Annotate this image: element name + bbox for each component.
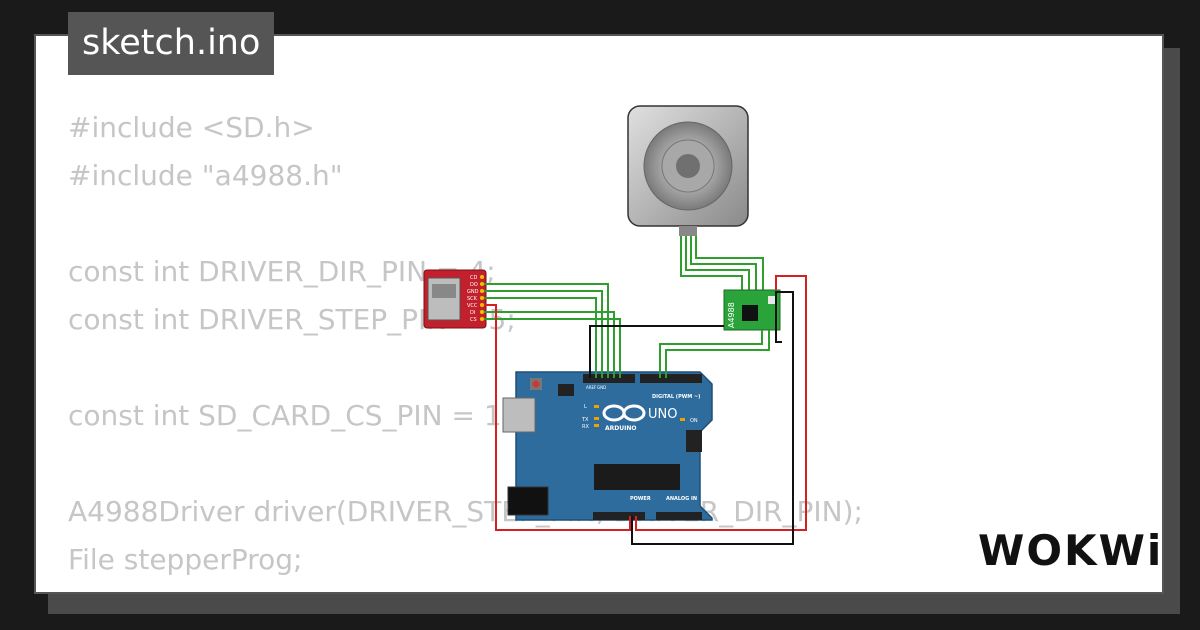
sd-pin-label: CS (470, 317, 477, 323)
l-label: L (584, 404, 587, 410)
atmega-chip (594, 464, 680, 490)
driver-pot (768, 296, 776, 304)
rx-label: RX (582, 424, 589, 430)
driver-label: A4988 (727, 302, 736, 328)
code-line: #include "a4988.h" (68, 159, 343, 192)
driver-chip (742, 305, 758, 321)
motor-shaft (676, 154, 700, 178)
aref-label: AREF (586, 385, 597, 390)
power-jack (507, 486, 549, 516)
tx-label: TX (581, 417, 589, 423)
analog-header (656, 512, 702, 520)
power-wires (484, 275, 807, 545)
sd-pin-label: VCC (467, 303, 478, 309)
analog-label: ANALOG IN (666, 496, 697, 502)
sd-pin-label: SCK (467, 296, 478, 302)
reset-button-cap (532, 380, 540, 388)
motor-connector (679, 226, 697, 236)
sd-slot-inner (432, 284, 456, 298)
file-tab-title: sketch.ino (82, 23, 261, 63)
arduino-uno[interactable]: UNO ARDUINO DIGITAL (PWM ~) POWER ANALOG… (502, 371, 713, 521)
digital-label: DIGITAL (PWM ~) (652, 394, 700, 400)
sd-signal-wires (484, 283, 621, 378)
stepper-motor[interactable] (627, 105, 749, 236)
icsp-header (558, 384, 574, 396)
arduino-model: UNO (648, 407, 677, 422)
gnd-label: GND (597, 385, 606, 390)
sd-card-module[interactable]: CD DO GND SCK VCC DI CS (423, 269, 487, 329)
sd-pin-label: GND (467, 289, 479, 295)
arduino-infinity-logo (602, 404, 646, 422)
code-line: File stepperProg; (68, 543, 303, 576)
power-header (593, 512, 645, 520)
arduino-brand: ARDUINO (605, 425, 636, 432)
motor-wires (680, 236, 764, 290)
code-line: #include <SD.h> (68, 111, 315, 144)
wokwi-logo: WOKWi (978, 526, 1164, 575)
sd-pin-label: DO (470, 282, 478, 288)
on-label: ON (690, 418, 698, 424)
icsp-header-2 (686, 430, 702, 452)
power-label: POWER (630, 496, 651, 502)
sd-pin-label: DI (470, 310, 475, 316)
usb-port (502, 397, 536, 433)
digital-header-left (583, 374, 635, 383)
a4988-driver[interactable]: A4988 (723, 289, 781, 331)
sd-pin-label: CD (470, 275, 477, 281)
digital-header-right (640, 374, 702, 383)
file-tab[interactable]: sketch.ino (68, 12, 275, 75)
code-line: const int DRIVER_STEP_PIN = 5; (68, 303, 516, 336)
driver-signal-wires (659, 330, 770, 378)
